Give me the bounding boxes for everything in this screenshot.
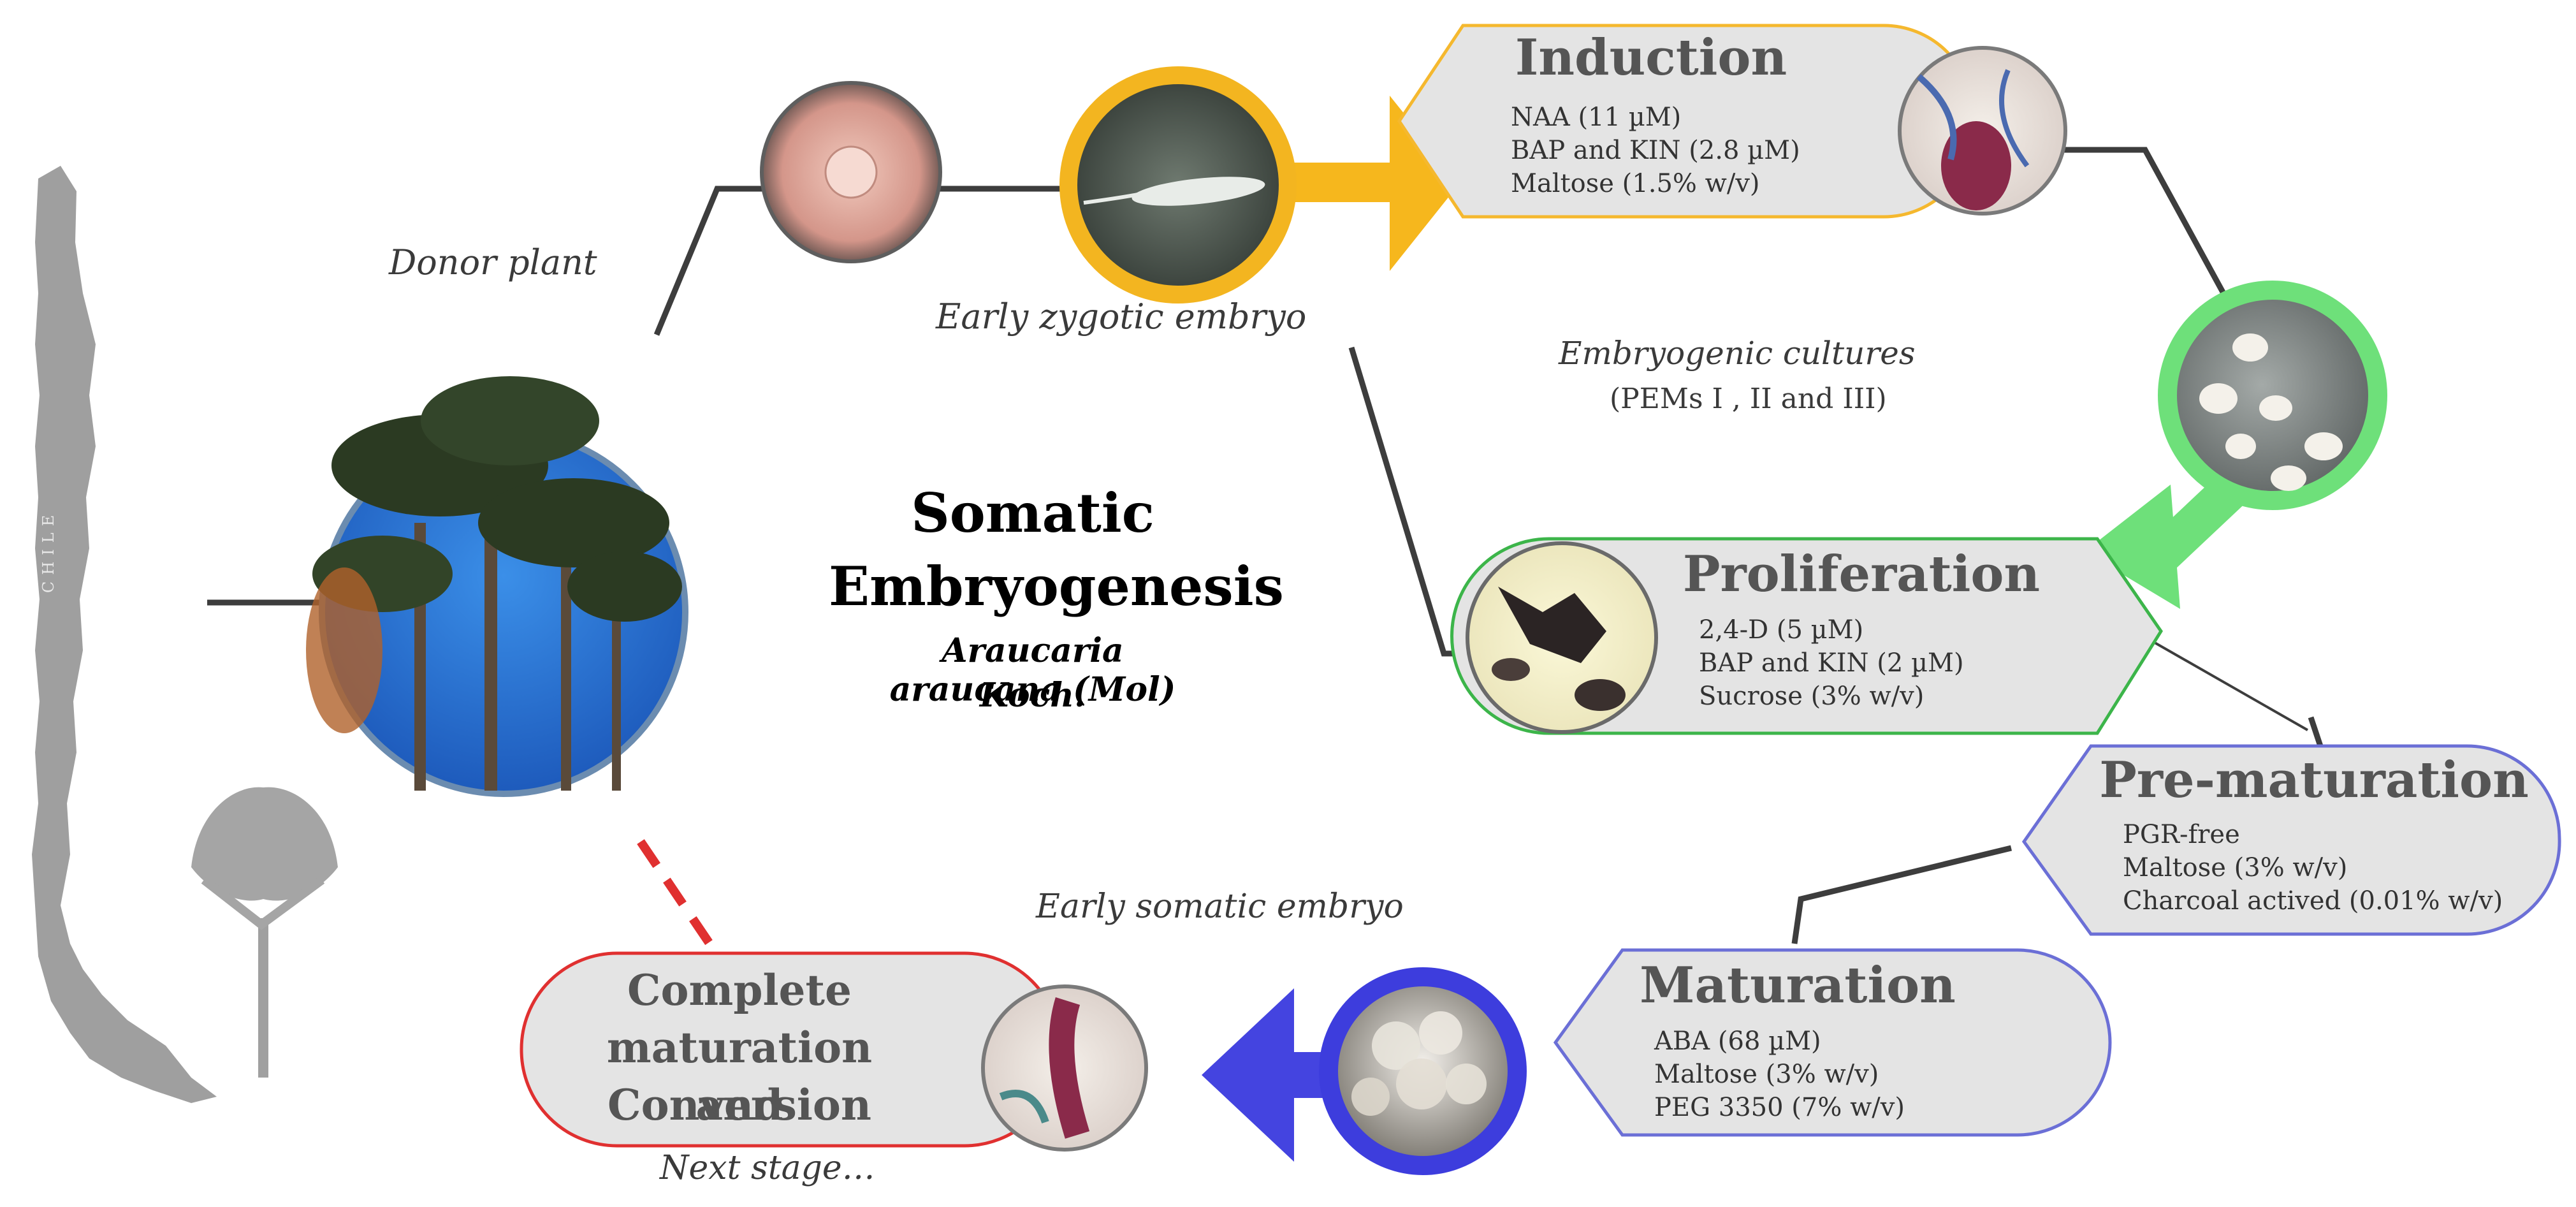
embryogenic-cultures-label: Embryogenic cultures bbox=[1559, 335, 1916, 372]
induction-item: NAA (11 µM) bbox=[1511, 103, 1682, 132]
induction-title: Induction bbox=[1515, 29, 1787, 87]
main-title-line1: Somatic bbox=[911, 481, 1154, 545]
next-stage-label: Next stage… bbox=[660, 1149, 875, 1187]
maturation-item: ABA (68 µM) bbox=[1654, 1027, 1821, 1056]
early-zygotic-embryo-label: Early zygotic embryo bbox=[936, 296, 1307, 337]
induction-item: Maltose (1.5% w/v) bbox=[1511, 169, 1760, 198]
pre-maturation-conditions: PGR-free Maltose (3% w/v) Charcoal activ… bbox=[2123, 818, 2503, 918]
pre-maturation-tick bbox=[2308, 716, 2324, 747]
maturation-item: Maltose (3% w/v) bbox=[1654, 1060, 1879, 1089]
conversion-title-line3: Conversion bbox=[608, 1080, 871, 1130]
maturation-conditions: ABA (68 µM) Maltose (3% w/v) PEG 3350 (7… bbox=[1654, 1025, 1905, 1124]
early-somatic-embryo-image bbox=[1319, 967, 1527, 1175]
thin-connector bbox=[2151, 640, 2308, 731]
pre-maturation-item: Maltose (3% w/v) bbox=[2123, 853, 2348, 882]
petri-dish-image bbox=[2158, 281, 2387, 510]
pems-label: (PEMs I , II and III) bbox=[1610, 383, 1887, 415]
species-line1: Araucaria araucana (Mol) bbox=[889, 631, 1176, 709]
pre-maturation-title: Pre-maturation bbox=[2099, 751, 2529, 809]
proliferation-conditions: 2,4-D (5 µM) BAP and KIN (2 µM) Sucrose … bbox=[1699, 613, 1964, 713]
induction-item: BAP and KIN (2.8 µM) bbox=[1511, 136, 1800, 165]
early-somatic-embryo-label: Early somatic embryo bbox=[1036, 888, 1404, 926]
donor-plant-image bbox=[306, 376, 688, 797]
zygotic-embryo-image bbox=[1059, 66, 1297, 304]
maturation-item: PEG 3350 (7% w/v) bbox=[1654, 1093, 1905, 1122]
proliferation-item: 2,4-D (5 µM) bbox=[1699, 615, 1864, 645]
pre-maturation-item: PGR-free bbox=[2123, 820, 2240, 849]
induction-micrograph bbox=[1898, 46, 2067, 216]
proliferation-item: Sucrose (3% w/v) bbox=[1699, 682, 1925, 711]
araucaria-silhouette bbox=[191, 787, 338, 1078]
dashed-link bbox=[637, 839, 718, 953]
proliferation-micrograph bbox=[1466, 541, 1658, 734]
conversion-micrograph bbox=[981, 984, 1148, 1152]
chile-map-label: CHILE bbox=[40, 508, 57, 593]
cone-image bbox=[760, 81, 942, 263]
main-title-line2: Embryogenesis bbox=[829, 555, 1284, 618]
conversion-title-line1: Complete bbox=[627, 965, 852, 1015]
chile-map-silhouette bbox=[32, 166, 217, 1103]
donor-plant-label: Donor plant bbox=[389, 242, 597, 282]
pre-maturation-item: Charcoal actived (0.01% w/v) bbox=[2123, 886, 2503, 916]
proliferation-item: BAP and KIN (2 µM) bbox=[1699, 648, 1964, 678]
maturation-box bbox=[1553, 948, 2112, 1137]
conversion-title-line2: maturation and bbox=[606, 1023, 873, 1130]
proliferation-title: Proliferation bbox=[1682, 545, 2041, 603]
species-line2: Koch. bbox=[979, 676, 1086, 715]
pre-maturation-box bbox=[2021, 744, 2561, 936]
maturation-title: Maturation bbox=[1640, 956, 1956, 1014]
induction-conditions: NAA (11 µM) BAP and KIN (2.8 µM) Maltose… bbox=[1511, 101, 1800, 200]
